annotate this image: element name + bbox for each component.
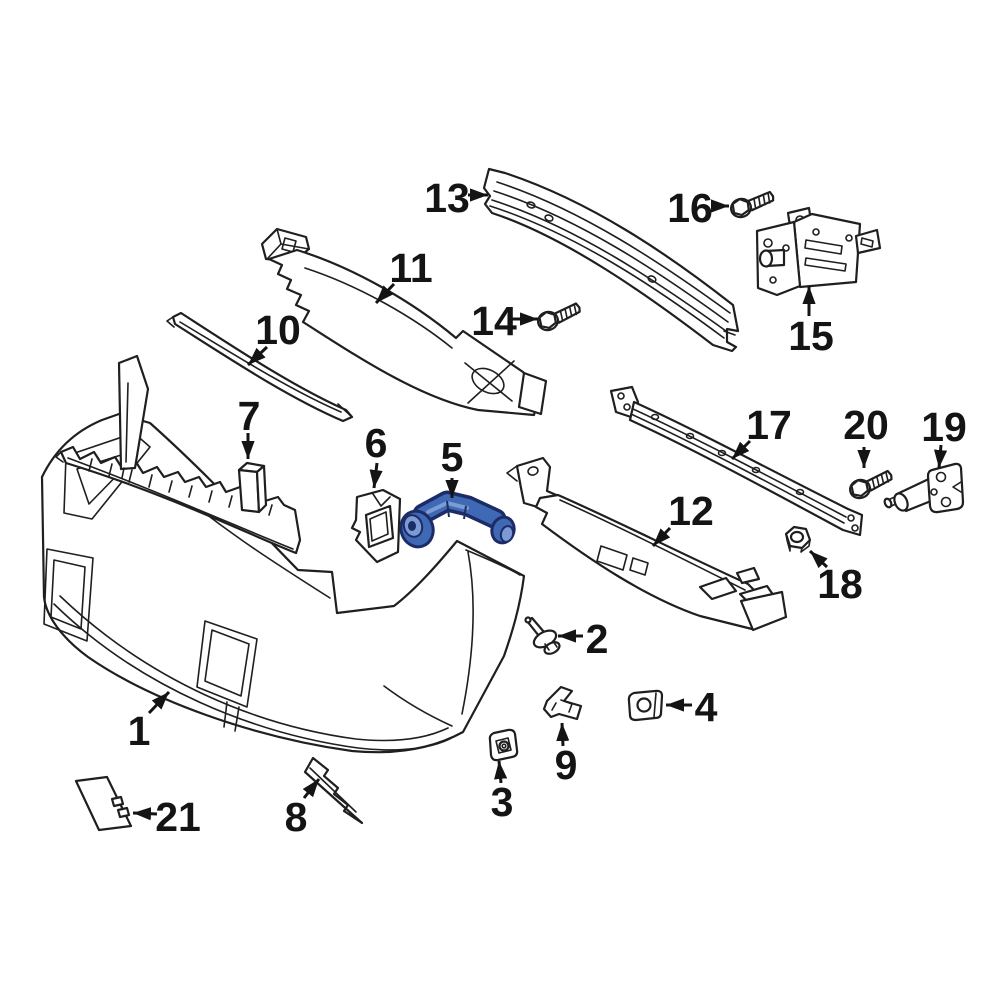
callout-number-6: 6: [365, 420, 388, 466]
part-5-right-face: [499, 525, 515, 543]
part-7-spacer-block: [237, 461, 268, 514]
callout-number-8: 8: [285, 794, 308, 840]
callout-number-15: 15: [788, 313, 834, 359]
callout-21: 21: [132, 794, 201, 840]
bolt-14: [536, 302, 581, 332]
callout-6: 6: [365, 420, 388, 489]
callout-7: 7: [238, 393, 261, 459]
part-12-lower-absorber: [506, 456, 788, 632]
part-18-flange-nut: [784, 525, 812, 553]
part-13-upper-impact-bar: [482, 167, 740, 353]
callout-number-12: 12: [668, 488, 714, 534]
callout-number-21: 21: [155, 794, 201, 840]
callout-number-18: 18: [817, 561, 863, 607]
callout-number-4: 4: [695, 684, 718, 730]
part-2-push-pin: [524, 616, 561, 655]
callout-arrow-17: [730, 439, 752, 461]
callout-arrow-9: [556, 722, 570, 747]
part-17-lower-reinforcement: [609, 385, 864, 537]
callout-number-14: 14: [471, 298, 517, 344]
callout-19: 19: [921, 404, 967, 469]
callout-10: 10: [246, 307, 301, 367]
part-5-ridges: [446, 500, 467, 520]
callout-4: 4: [666, 684, 718, 730]
callout-arrow-3: [494, 760, 508, 784]
callout-arrow-6: [369, 462, 383, 489]
part-11-energy-absorber: [260, 227, 548, 417]
part-21-deflector-plate: [74, 775, 133, 832]
callout-12: 12: [651, 488, 714, 548]
callout-number-10: 10: [255, 307, 301, 353]
part-3-grommet: [488, 728, 519, 762]
callout-number-2: 2: [586, 616, 609, 662]
bolt-16: [729, 190, 775, 219]
callout-18: 18: [808, 549, 863, 607]
callout-13: 13: [424, 175, 488, 221]
callout-arrow-8: [302, 778, 321, 799]
callout-arrow-21: [132, 807, 158, 821]
part-5-highlighted-bracket: [399, 490, 516, 549]
callout-number-11: 11: [389, 245, 432, 291]
part-5-left-hole: [408, 521, 416, 531]
callout-number-19: 19: [921, 404, 967, 450]
part-4-clip: [627, 689, 664, 722]
bolt-20: [849, 469, 893, 500]
callout-16: 16: [667, 185, 729, 231]
callout-arrow-12: [651, 526, 672, 548]
callout-number-9: 9: [555, 742, 578, 788]
callout-15: 15: [788, 286, 834, 359]
callout-number-13: 13: [424, 175, 470, 221]
callout-5: 5: [441, 434, 464, 498]
callout-number-3: 3: [491, 779, 514, 825]
callout-number-5: 5: [441, 434, 464, 480]
part-9-step-clip: [542, 685, 583, 721]
part-8-stepped-strip: [303, 756, 364, 825]
callout-20: 20: [843, 402, 889, 468]
part-15-mount-bracket: [755, 206, 882, 297]
callout-arrow-11: [374, 282, 396, 305]
callout-number-7: 7: [238, 393, 261, 439]
part-10-trim-strip: [166, 311, 354, 423]
part-1-bumper-cover: [40, 354, 526, 754]
callout-9: 9: [555, 722, 578, 788]
part-19-side-support: [883, 462, 965, 514]
callout-arrow-19: [933, 444, 948, 469]
callout-arrow-18: [808, 549, 829, 569]
callout-number-16: 16: [667, 185, 713, 231]
part-6-retainer-bracket: [350, 488, 402, 564]
callout-number-20: 20: [843, 402, 889, 448]
callout-17: 17: [730, 402, 792, 461]
callout-14: 14: [471, 298, 538, 344]
callout-number-1: 1: [128, 708, 151, 754]
callout-11: 11: [374, 245, 433, 305]
callout-arrow-10: [246, 345, 269, 367]
callout-2: 2: [558, 616, 608, 662]
callout-number-17: 17: [746, 402, 792, 448]
callout-3: 3: [491, 760, 514, 825]
callout-arrow-1: [147, 690, 171, 715]
callout-8: 8: [285, 778, 321, 840]
callout-1: 1: [128, 690, 171, 754]
